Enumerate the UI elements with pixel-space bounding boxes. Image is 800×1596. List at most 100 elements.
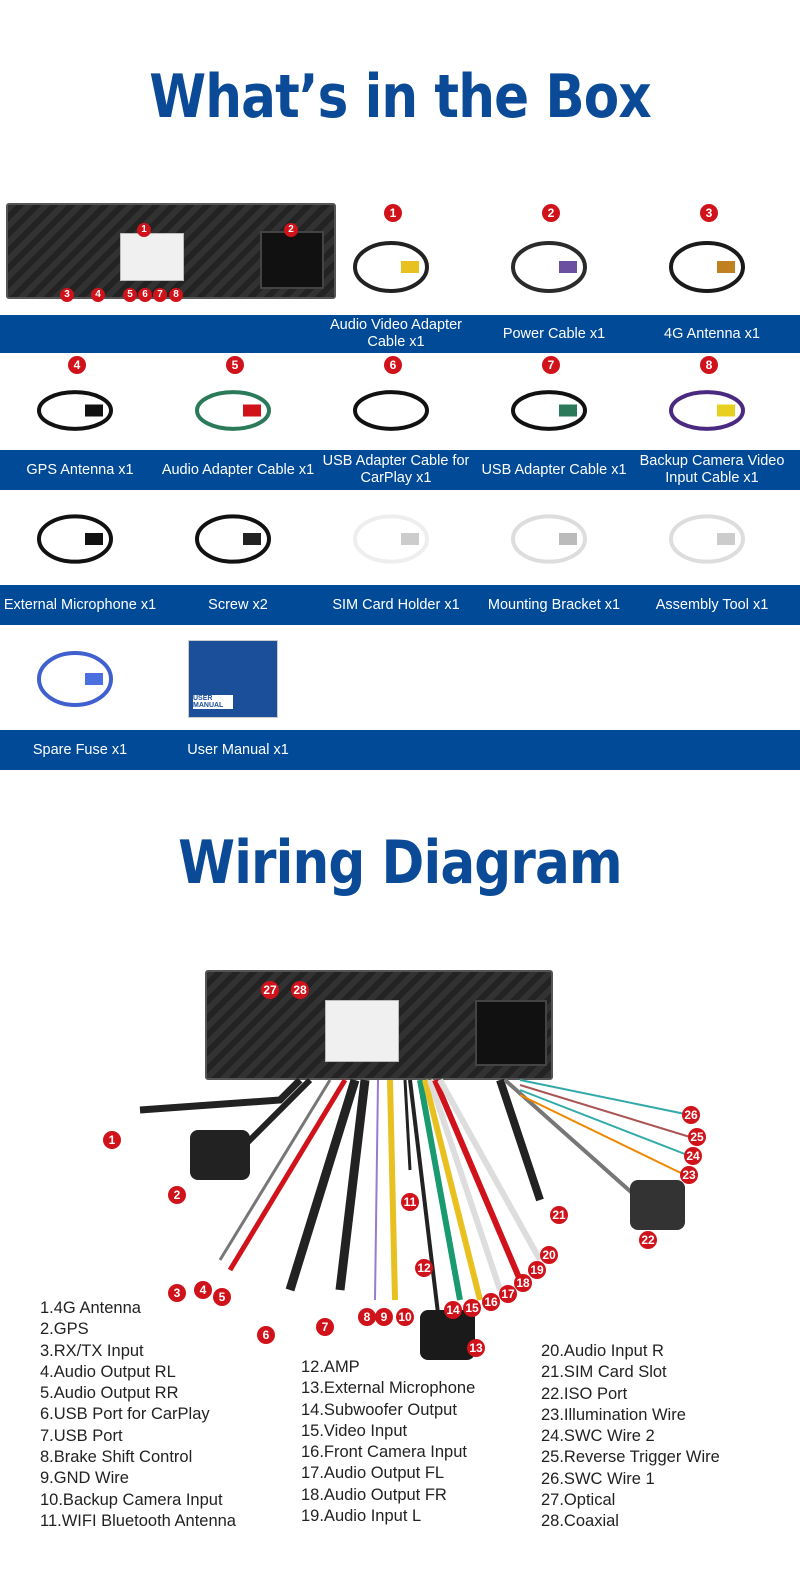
unit-port-badge: 3 [60, 288, 74, 302]
callout-badge: 14 [444, 1301, 462, 1319]
cable [519, 1094, 686, 1176]
legend-item: 6.USB Port for CarPlay [40, 1405, 210, 1424]
unit-port-badge: 6 [138, 288, 152, 302]
label-bar [0, 730, 800, 770]
item-label: Power Cable x1 [502, 325, 606, 342]
product-image [504, 505, 594, 573]
product-image [504, 383, 594, 438]
legend-item: 7.USB Port [40, 1426, 123, 1445]
legend-item: 23.Illumination Wire [541, 1405, 686, 1424]
callout-badge: 25 [688, 1128, 706, 1146]
legend-item: 27.Optical [541, 1491, 616, 1510]
callout-badge: 5 [213, 1288, 231, 1306]
callout-badge: 27 [261, 981, 279, 999]
legend-item: 22.ISO Port [541, 1384, 628, 1403]
item-label: Screw x2 [208, 596, 268, 613]
item-label: Audio Video Adapter Cable x1 [330, 317, 462, 350]
callout-badge: 9 [375, 1308, 393, 1326]
callout-badge: 17 [499, 1285, 517, 1303]
cable [403, 1079, 412, 1171]
legend-item: 8.Brake Shift Control [40, 1448, 193, 1467]
product-image [504, 231, 594, 303]
callout-badge: 4 [194, 1281, 212, 1299]
callout-badge: 23 [680, 1166, 698, 1184]
product-image [30, 640, 120, 718]
product-image: USER MANUAL [188, 640, 278, 718]
legend-item: 25.Reverse Trigger Wire [541, 1448, 720, 1467]
cable [227, 1078, 348, 1272]
callout-badge: 13 [467, 1339, 485, 1357]
callout-badge: 26 [682, 1106, 700, 1124]
item-number-badge: 5 [226, 356, 244, 374]
product-image [346, 231, 436, 303]
cable [519, 1079, 691, 1116]
item-number-badge: 3 [700, 204, 718, 222]
cable [432, 1078, 523, 1282]
head-unit-rear-image [6, 203, 336, 299]
item-label: 4G Antenna x1 [664, 325, 760, 342]
item-label: Audio Adapter Cable x1 [161, 461, 315, 478]
legend-item: 24.SWC Wire 2 [541, 1427, 655, 1446]
cable [374, 1079, 379, 1301]
callout-badge: 16 [482, 1293, 500, 1311]
legend-item: 19.Audio Input L [301, 1507, 422, 1526]
legend-item: 12.AMP [301, 1358, 360, 1376]
head-unit-rear-image [205, 970, 553, 1080]
legend-item: 17.Audio Output FL [301, 1464, 445, 1483]
item-label: Mounting Bracket x1 [487, 596, 621, 613]
cable [519, 1089, 691, 1157]
callout-badge: 3 [168, 1284, 186, 1302]
legend-item: 2.GPS [40, 1320, 89, 1339]
legend-item: 3.RX/TX Input [40, 1341, 144, 1360]
product-image [30, 505, 120, 573]
legend-item: 26.SWC Wire 1 [541, 1469, 655, 1488]
cable [496, 1078, 544, 1202]
item-label: USB Adapter Cable for CarPlay x1 [322, 453, 470, 486]
iso-connector [260, 231, 324, 289]
label-bar [0, 315, 800, 353]
legend-item: 28.Coaxial [541, 1512, 619, 1531]
cable [408, 1079, 442, 1331]
legend-item: 1.4G Antenna [40, 1299, 141, 1317]
legend-item: 9.GND Wire [40, 1469, 129, 1488]
item-label: External Microphone x1 [3, 596, 157, 613]
item-number-badge: 8 [700, 356, 718, 374]
callout-badge: 12 [415, 1259, 433, 1277]
callout-badge: 19 [528, 1261, 546, 1279]
product-image [188, 383, 278, 438]
legend-item: 18.Audio Output FR [301, 1485, 447, 1504]
callout-badge: 2 [168, 1186, 186, 1204]
legend-column-1: 1.4G Antenna 2.GPS 3.RX/TX Input 4.Audio Ou… [40, 1298, 236, 1532]
item-number-badge: 4 [68, 356, 86, 374]
legend-item: 16.Front Camera Input [301, 1443, 467, 1462]
cable [427, 1079, 503, 1291]
item-label: SIM Card Holder x1 [332, 596, 460, 613]
callout-badge: 1 [103, 1131, 121, 1149]
connector-block [120, 233, 184, 281]
cable [285, 1078, 360, 1292]
legend-item: 15.Video Input [301, 1421, 408, 1440]
legend-item: 5.Audio Output RR [40, 1384, 179, 1403]
item-label: User Manual x1 [187, 741, 289, 758]
item-number-badge: 7 [542, 356, 560, 374]
cable [387, 1079, 398, 1301]
unit-port-badge: 5 [123, 288, 137, 302]
cable [335, 1079, 370, 1291]
legend-item: 11.WIFI Bluetooth Antenna [40, 1511, 236, 1530]
cable [519, 1084, 691, 1138]
callout-badge: 18 [514, 1274, 532, 1292]
wiring-section-title: Wiring Diagram [178, 828, 623, 898]
unit-port-badge: 8 [169, 288, 183, 302]
cable [437, 1078, 543, 1262]
item-label: Assembly Tool x1 [655, 596, 769, 613]
callout-badge: 24 [684, 1147, 702, 1165]
label-bar [0, 450, 800, 490]
callout-badge: 22 [639, 1231, 657, 1249]
product-image [662, 231, 752, 303]
unit-port-badge: 4 [91, 288, 105, 302]
callout-badge: 21 [550, 1206, 568, 1224]
legend-item: 4.Audio Output RL [40, 1362, 176, 1381]
